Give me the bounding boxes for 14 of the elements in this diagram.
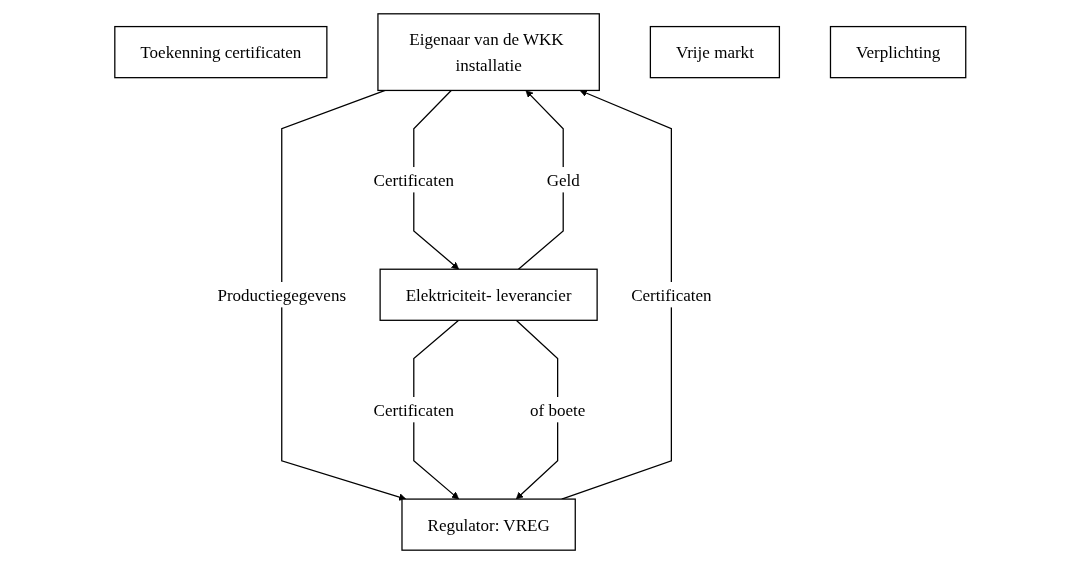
edge-label: Certificaten bbox=[373, 169, 454, 189]
node-box: Vrije markt bbox=[649, 25, 780, 78]
node-box: Verplichting bbox=[829, 25, 967, 78]
edge-label: of boete bbox=[529, 399, 586, 419]
edge-label: Productiegegevens bbox=[217, 284, 346, 304]
edge-label: Certificaten bbox=[373, 399, 454, 419]
node-box: Eigenaar van de WKK installatie bbox=[377, 12, 600, 91]
edge-label: Certificaten bbox=[630, 284, 712, 304]
node-box: Toekenning certificaten bbox=[113, 25, 328, 78]
node-box: Regulator: VREG bbox=[401, 497, 576, 551]
edge-label: Geld bbox=[546, 169, 580, 189]
node-box: Elektriciteit- leverancier bbox=[379, 268, 598, 321]
arrow bbox=[517, 89, 564, 270]
arrow bbox=[280, 89, 406, 501]
